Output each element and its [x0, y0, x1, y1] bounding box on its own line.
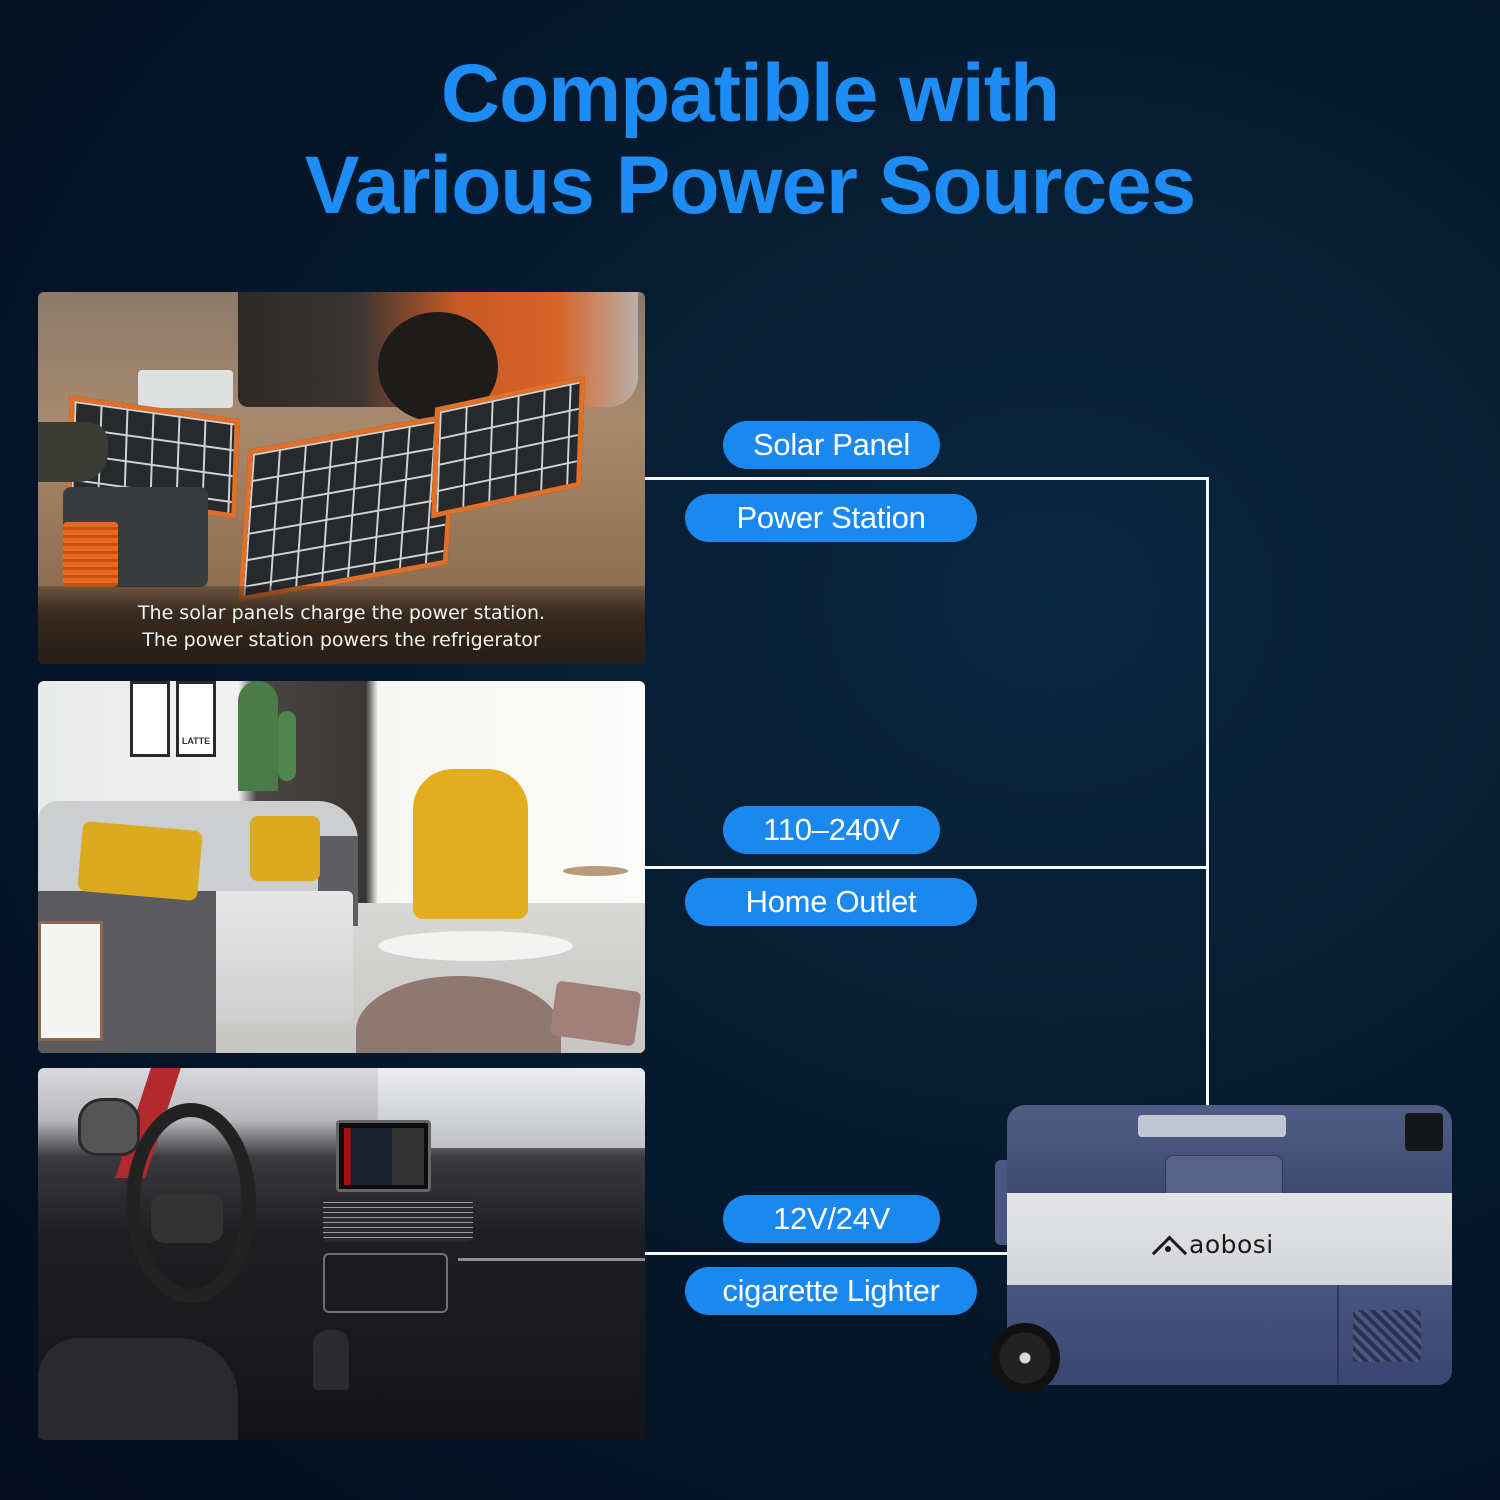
label-voltage-ac: 110–240V [723, 806, 940, 854]
wheel-icon [990, 1323, 1060, 1393]
lid-handle [1138, 1115, 1286, 1137]
dashboard-trim [458, 1258, 645, 1261]
title-line-1: Compatible with [440, 48, 1060, 139]
side-table [563, 866, 628, 876]
yellow-armchair [413, 769, 528, 919]
lid-latch [1165, 1155, 1283, 1195]
home-living-room-photo: LATTE [38, 681, 645, 1053]
steering-wheel-hub [151, 1193, 223, 1243]
caption-line-2: The power station powers the refrigerato… [142, 629, 541, 651]
brand-name: aobosi [1189, 1230, 1274, 1259]
caption-line-1: The solar panels charge the power statio… [137, 602, 546, 624]
sofa-seat [208, 891, 353, 1021]
side-handle [995, 1160, 1009, 1245]
caption-band [38, 586, 645, 664]
climate-controls [323, 1253, 448, 1313]
fridge-body-band [1007, 1193, 1452, 1285]
brand-logo: aobosi [1155, 1230, 1274, 1259]
driver-seat [38, 1338, 238, 1440]
cactus-plant-arm [278, 711, 296, 781]
label-cigarette-lighter: cigarette Lighter [685, 1267, 977, 1315]
side-cabinet [38, 921, 103, 1041]
solar-panel-photo: The solar panels charge the power statio… [38, 292, 645, 664]
portable-fridge: aobosi [990, 1105, 1465, 1393]
yellow-pillow [77, 820, 203, 902]
connector-line-car [645, 1252, 1007, 1255]
wall-frame [130, 681, 170, 757]
vent-grille-icon [1353, 1310, 1421, 1362]
side-mirror [78, 1098, 140, 1156]
connector-line-home [645, 866, 1209, 869]
wall-frame: LATTE [176, 681, 216, 757]
cooler-box [138, 370, 233, 408]
label-power-station: Power Station [685, 494, 977, 542]
cactus-plant [238, 681, 278, 791]
yellow-pillow [250, 816, 320, 881]
page-title: Compatible with Various Power Sources [0, 48, 1500, 232]
connector-line-solar [645, 477, 1209, 480]
crown-logo-icon [1155, 1233, 1181, 1257]
gear-shifter [313, 1330, 349, 1390]
label-voltage-dc: 12V/24V [723, 1195, 940, 1243]
label-solar-panel: Solar Panel [723, 421, 940, 469]
infotainment-display [344, 1128, 424, 1185]
control-panel [1405, 1113, 1443, 1151]
title-line-2: Various Power Sources [304, 140, 1197, 231]
power-station-vent [63, 522, 118, 587]
person-arm [38, 422, 108, 482]
connector-line-vertical [1206, 477, 1209, 1107]
label-home-outlet: Home Outlet [685, 878, 977, 926]
compartment-divider [1337, 1285, 1339, 1385]
car-interior-photo [38, 1068, 645, 1440]
coffee-table [378, 931, 573, 961]
solar-photo-caption: The solar panels charge the power statio… [38, 600, 645, 654]
air-vents [323, 1198, 473, 1242]
floor-cushion [549, 980, 642, 1047]
